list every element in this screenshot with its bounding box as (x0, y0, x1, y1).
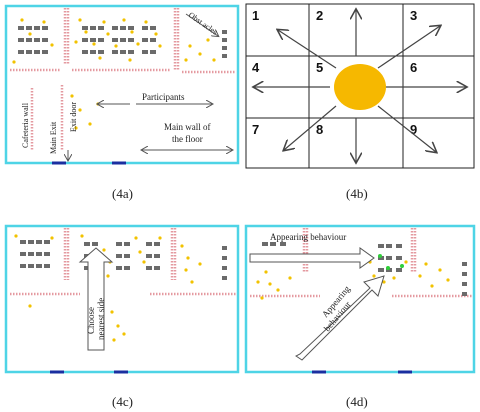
floor-border (4, 224, 240, 374)
cell-1: 1 (252, 8, 259, 23)
label-appearing-top: Appearing behaviour (270, 232, 346, 242)
grid-lines (246, 4, 474, 168)
label-main-wall-1: Main wall of (164, 122, 211, 132)
label-choose-2: nearest side (96, 298, 106, 340)
label-participants: Participants (142, 92, 185, 102)
green-agents (378, 254, 404, 270)
choose-arrow (78, 247, 114, 351)
cell-4: 4 (252, 60, 260, 75)
inner-walls (10, 8, 236, 150)
cell-2: 2 (316, 8, 323, 23)
label-main-wall-2: the floor (172, 134, 203, 144)
cell-6: 6 (410, 60, 417, 75)
obstacles (20, 240, 227, 280)
inner-walls (10, 228, 236, 296)
cell-numbers: 1 2 3 4 5 6 7 8 9 (252, 8, 417, 137)
label-cafeteria-wall: Cafeteria wall (21, 102, 30, 148)
appearing-arrow-top (249, 247, 375, 269)
agent-circle (334, 64, 386, 110)
participants (256, 260, 450, 300)
cell-9: 9 (410, 122, 417, 137)
participants (14, 234, 202, 342)
panel-4b: 1 2 3 4 5 6 7 8 9 (245, 3, 475, 169)
cell-5: 5 (316, 60, 323, 75)
panel-4d: Appearing behaviour Appearing behaviour (244, 224, 476, 374)
cell-7: 7 (252, 122, 259, 137)
caption-4c: (4c) (112, 394, 133, 409)
cell-8: 8 (316, 122, 323, 137)
caption-4a: (4a) (112, 186, 133, 201)
obstacles (18, 26, 227, 58)
panel-4c: Choose nearest side (4, 224, 240, 374)
inner-walls (250, 228, 472, 298)
direction-arrows (254, 10, 466, 162)
floor-border (4, 4, 240, 165)
label-main-exit: Main Exit (49, 121, 58, 154)
caption-4d: (4d) (346, 394, 368, 409)
caption-4b: (4b) (346, 186, 368, 201)
panel-4a: Obst acles Participants Cafeteria wall E… (4, 4, 240, 165)
label-exit-door: Exit door (69, 102, 78, 132)
annotation-arrows (68, 13, 232, 160)
cell-3: 3 (410, 8, 417, 23)
label-choose-1: Choose (86, 307, 96, 334)
appearing-arrow-diag (295, 275, 385, 361)
